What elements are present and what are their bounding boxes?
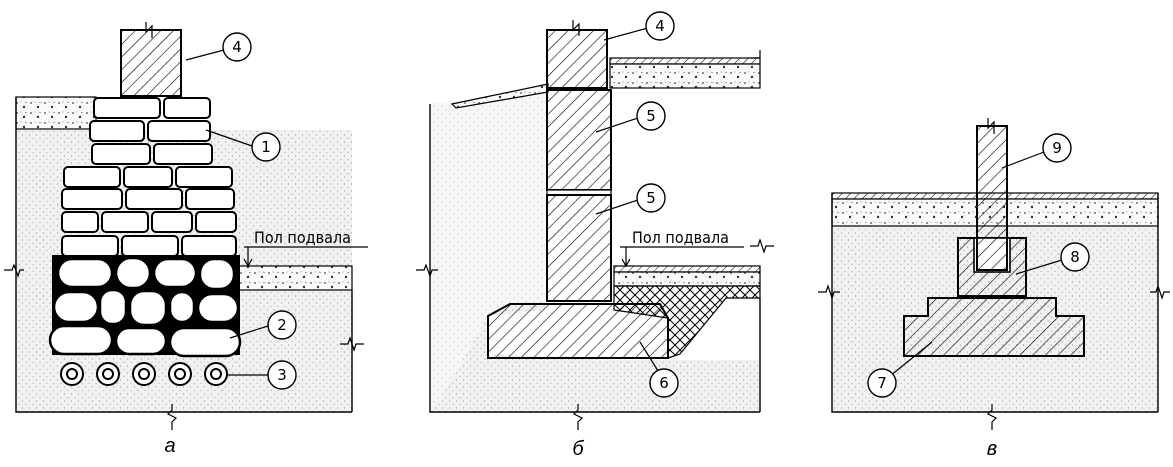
footing-block [487,303,669,359]
caption-b: б [572,438,584,460]
rubble-stones [48,256,242,358]
drain-pipes [60,362,228,386]
callouts-a: 4 1 2 3 [185,32,297,390]
wall-block-lower [546,194,612,302]
svg-text:7: 7 [877,374,887,392]
panel-a: Пол подвала 4 1 2 3 а [4,22,368,457]
svg-text:4: 4 [232,38,242,56]
callouts-b: 4 5 5 6 [595,11,679,398]
floor-label-b: Пол подвала [632,228,729,247]
precast-column [976,125,1008,271]
ground-screed [15,96,97,130]
panel-b: Пол подвала 4 5 5 6 б [416,11,774,460]
brick-courses [61,97,237,257]
caption-c: в [987,438,997,460]
panel-c: 9 8 7 в [818,118,1170,460]
svg-text:1: 1 [261,138,271,156]
svg-text:5: 5 [646,107,656,125]
callouts-c: 9 8 7 [867,133,1090,398]
svg-text:9: 9 [1052,139,1062,157]
svg-text:3: 3 [277,366,287,384]
wall-above [546,29,608,89]
svg-text:8: 8 [1070,248,1080,266]
svg-text:2: 2 [277,316,287,334]
caption-a: а [164,435,175,457]
wall-block-upper [546,89,612,191]
wall-above [120,29,182,97]
floor-label-a: Пол подвала [254,228,351,247]
ground-floor-slab [609,63,761,89]
svg-text:6: 6 [659,374,669,392]
basement-floor-slab [235,265,353,291]
basement-floor-slab [613,271,761,287]
svg-text:5: 5 [646,189,656,207]
svg-text:4: 4 [655,17,665,35]
strip-footing [903,297,1085,357]
